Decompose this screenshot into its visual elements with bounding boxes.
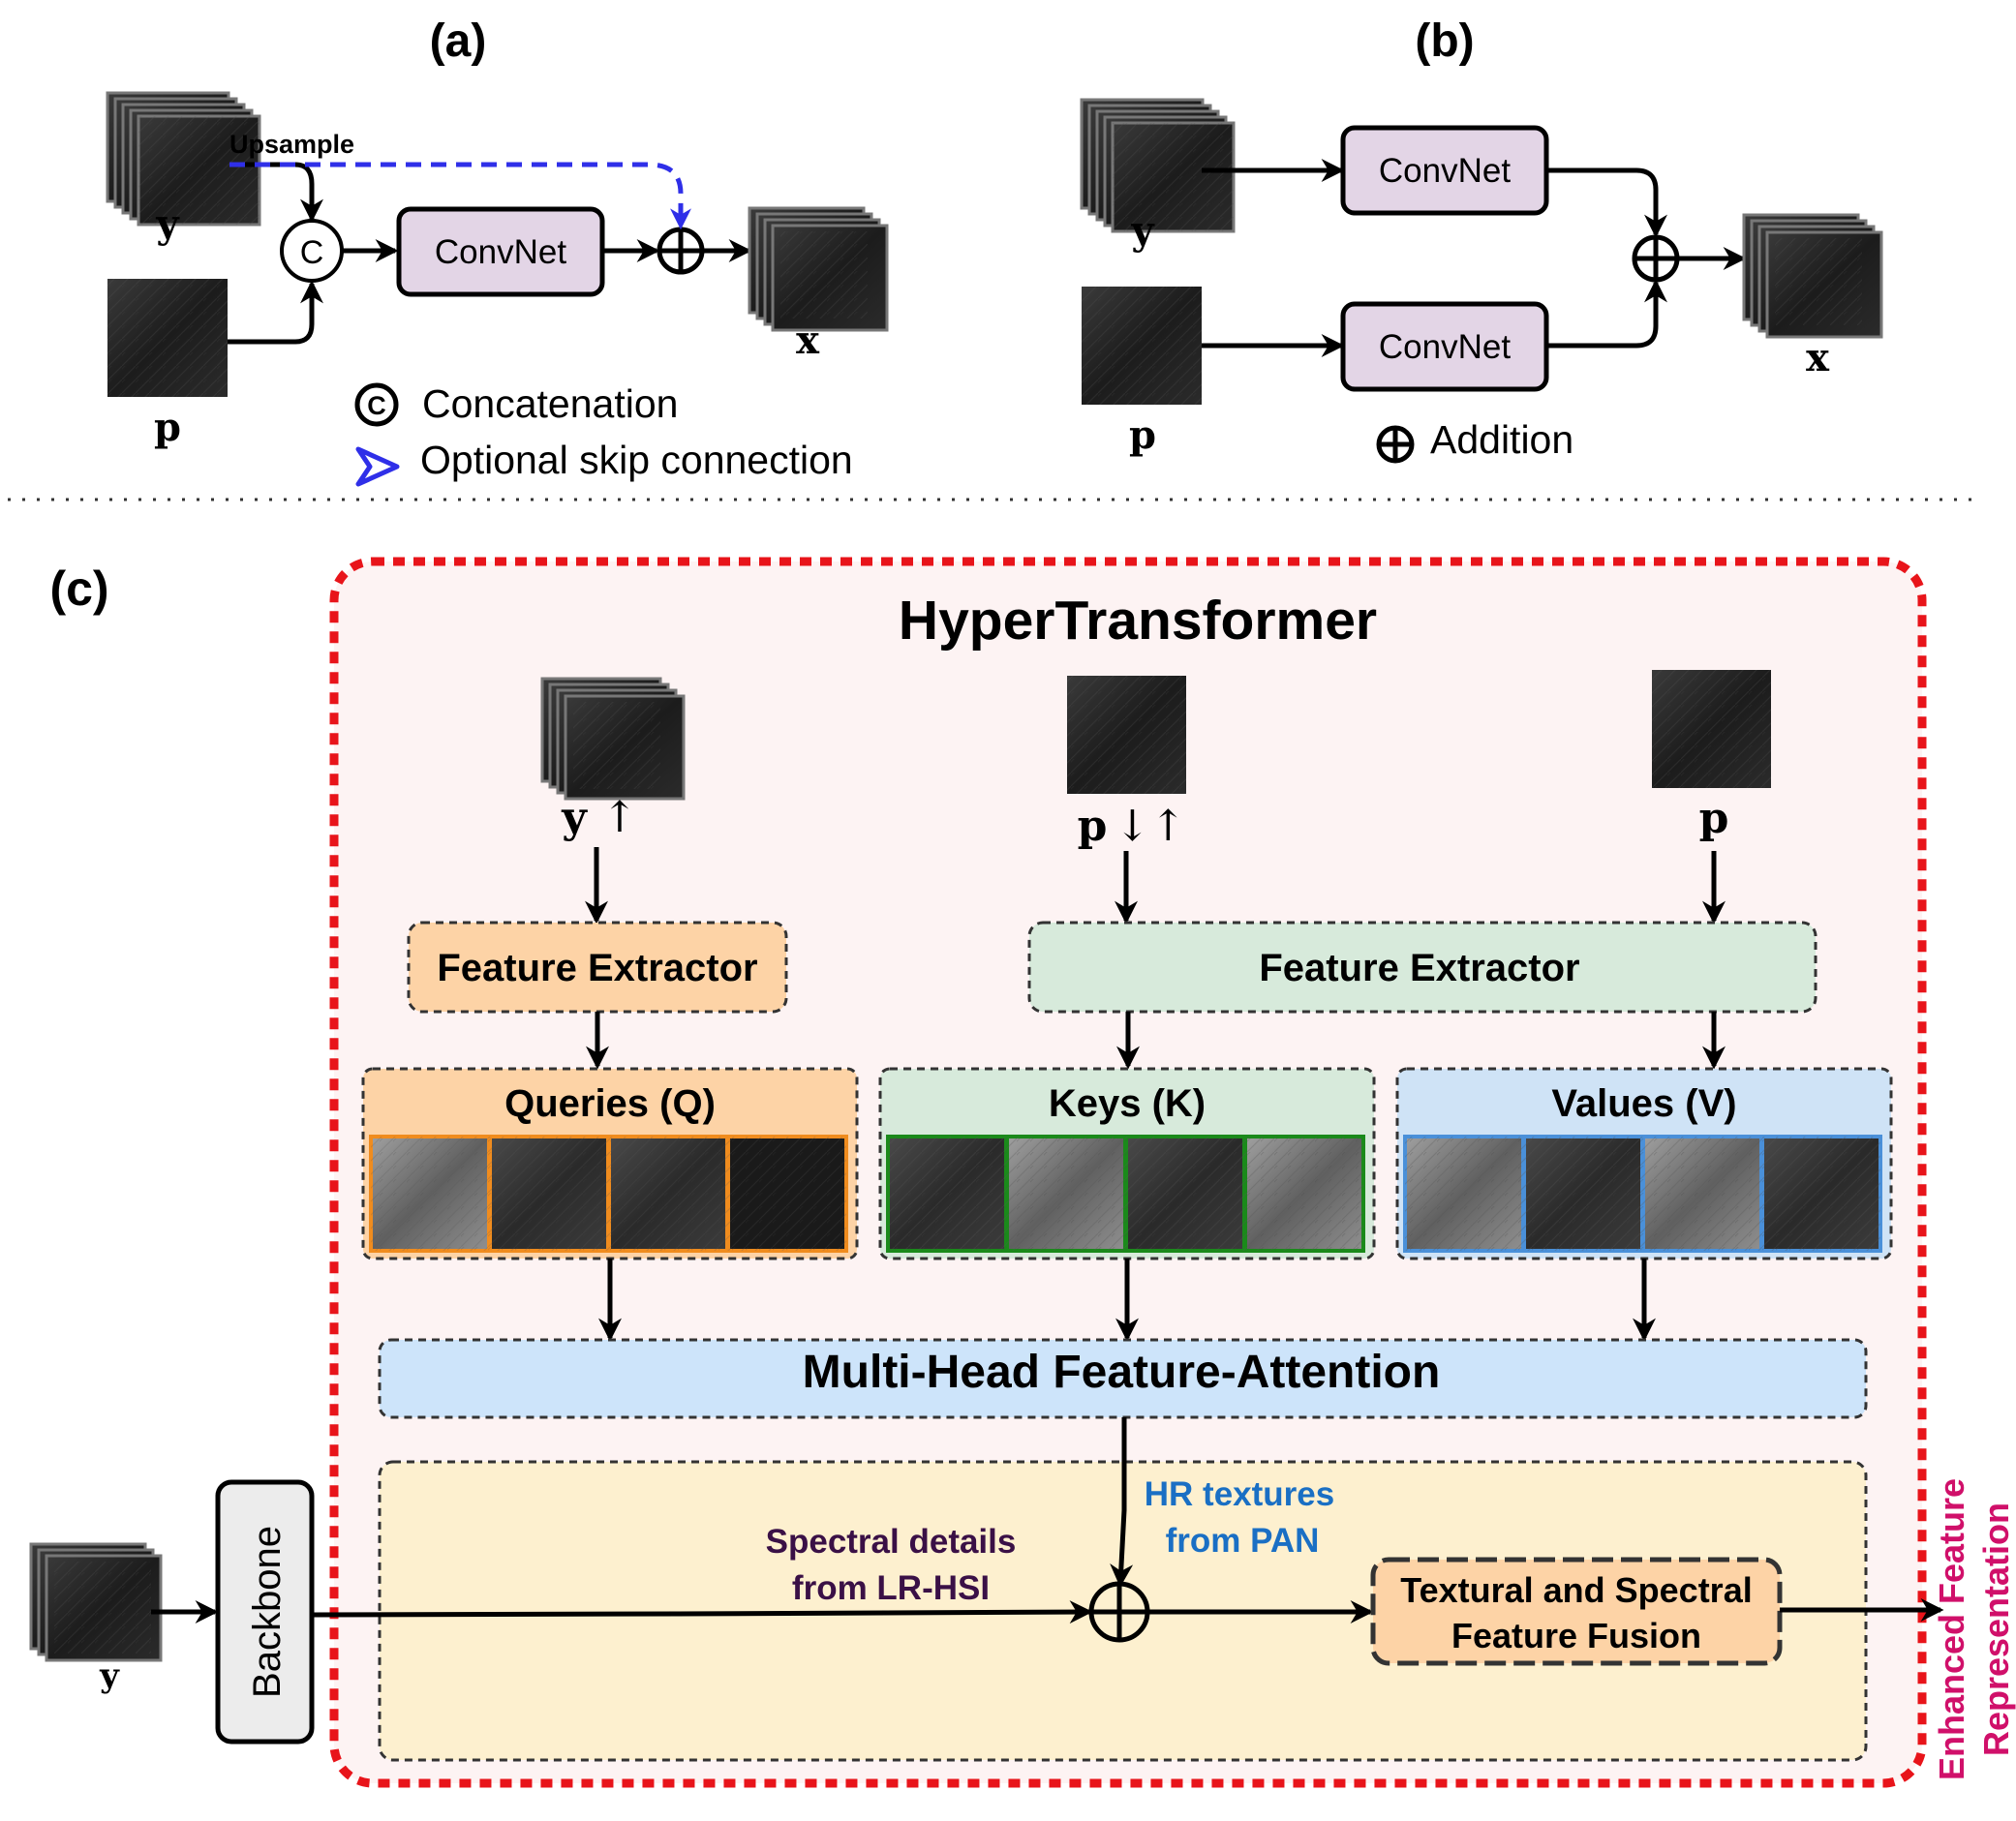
hypertransformer-title: HyperTransformer: [899, 590, 1377, 652]
panel-c-label: (c): [49, 561, 108, 616]
arrow-convnet-bottom-to-add: [1546, 279, 1667, 349]
hyperspectral-stack-y-up: [540, 677, 686, 801]
output-stack-x: [748, 206, 889, 332]
panel-b-label: (b): [1415, 15, 1474, 67]
legend-concatenation: C Concatenation: [354, 381, 678, 427]
arrow-backbone-to-add: [311, 1600, 1093, 1624]
spectral-details-line1: Spectral details: [766, 1523, 1017, 1561]
output-label-line1: Enhanced Feature: [1932, 1478, 1971, 1780]
pan-image-p-c: [1652, 670, 1771, 788]
feature-fusion-line1: Textural and Spectral: [1400, 1570, 1752, 1610]
panel-a-label: (a): [430, 15, 487, 67]
feature-extractor-left-label: Feature Extractor: [437, 947, 757, 989]
arrow-attention-to-add: [1110, 1417, 1134, 1588]
convnet-label-b-top: ConvNet: [1379, 152, 1511, 190]
multi-head-attention-label: Multi-Head Feature-Attention: [803, 1347, 1441, 1398]
convnet-label-b-bottom: ConvNet: [1379, 328, 1511, 366]
feature-extractor-right: [1027, 921, 1817, 1014]
upsample-label: Upsample: [229, 130, 354, 159]
keys-feature-maps: [886, 1135, 1365, 1253]
legend-concat-symbol: C: [367, 391, 386, 420]
convnet-label-a: ConvNet: [435, 233, 566, 271]
input-p-label-b: p: [1129, 412, 1156, 458]
add-node-c: [1088, 1581, 1150, 1643]
legend-skip: Optional skip connection: [355, 438, 853, 487]
keys-block: Keys (K): [878, 1067, 1376, 1260]
pan-image-p-b: [1082, 287, 1202, 405]
arrow-p-to-concat: [228, 280, 323, 345]
add-node-a: [657, 227, 705, 275]
plus-circle-icon: [1376, 425, 1415, 464]
feature-extractor-right-label: Feature Extractor: [1259, 947, 1579, 989]
pan-image-p: [107, 279, 228, 397]
legend-addition-label: Addition: [1430, 417, 1573, 462]
values-label: Values (V): [1551, 1082, 1736, 1125]
backbone-input-stack: [29, 1542, 163, 1662]
legend-concat-label: Concatenation: [422, 381, 678, 426]
feature-fusion-line2: Feature Fusion: [1451, 1616, 1701, 1655]
output-x-label: x: [796, 318, 820, 363]
input-y-up-arrow: ↑: [602, 793, 638, 842]
input-p-label-c: p: [1699, 794, 1729, 843]
values-block: Values (V): [1395, 1067, 1893, 1260]
panel-a: (a) y Upsample p C ConvNet: [106, 15, 889, 487]
hr-textures-line2: from PAN: [1166, 1522, 1320, 1560]
input-p-down-up-label: p: [1078, 802, 1108, 851]
arrow-y-to-concat: [229, 162, 323, 223]
hr-textures-line1: HR textures: [1145, 1475, 1334, 1513]
spectral-details-line2: from LR-HSI: [792, 1569, 990, 1607]
hyperspectral-stack-y-b: [1080, 98, 1236, 233]
input-p-down-up-arrows: ↓↑: [1115, 802, 1186, 851]
output-stack-x-b: [1742, 213, 1883, 339]
legend-addition: Addition: [1376, 417, 1573, 464]
input-y-label: y: [155, 201, 180, 247]
keys-label: Keys (K): [1049, 1082, 1206, 1125]
arrow-convnet-top-to-add: [1546, 167, 1667, 238]
hyperspectral-stack-y: [106, 91, 261, 227]
queries-feature-maps: [369, 1135, 848, 1253]
concat-node-symbol: C: [300, 234, 324, 271]
backbone-label: Backbone: [246, 1526, 289, 1698]
queries-block: Queries (Q): [361, 1067, 859, 1260]
input-p-label: p: [154, 405, 181, 450]
blue-arrow-icon: [355, 446, 400, 487]
add-node-b: [1632, 234, 1680, 283]
values-feature-maps: [1403, 1135, 1882, 1253]
backbone-box: [215, 1479, 315, 1745]
output-label-line2: Representation: [1976, 1502, 2016, 1756]
input-y-up-label: y: [561, 793, 588, 842]
pan-image-p-down-up: [1067, 676, 1186, 794]
queries-label: Queries (Q): [504, 1082, 716, 1125]
panel-b: (b) y p ConvNet ConvNet: [1080, 15, 1883, 464]
legend-skip-label: Optional skip connection: [420, 438, 853, 482]
output-x-label-b: x: [1806, 335, 1830, 380]
backbone-input-label: y: [99, 1656, 120, 1695]
input-y-label-b: y: [1130, 208, 1155, 254]
panel-c: (c) HyperTransformer y ↑ p ↓↑ p: [29, 557, 2016, 1788]
